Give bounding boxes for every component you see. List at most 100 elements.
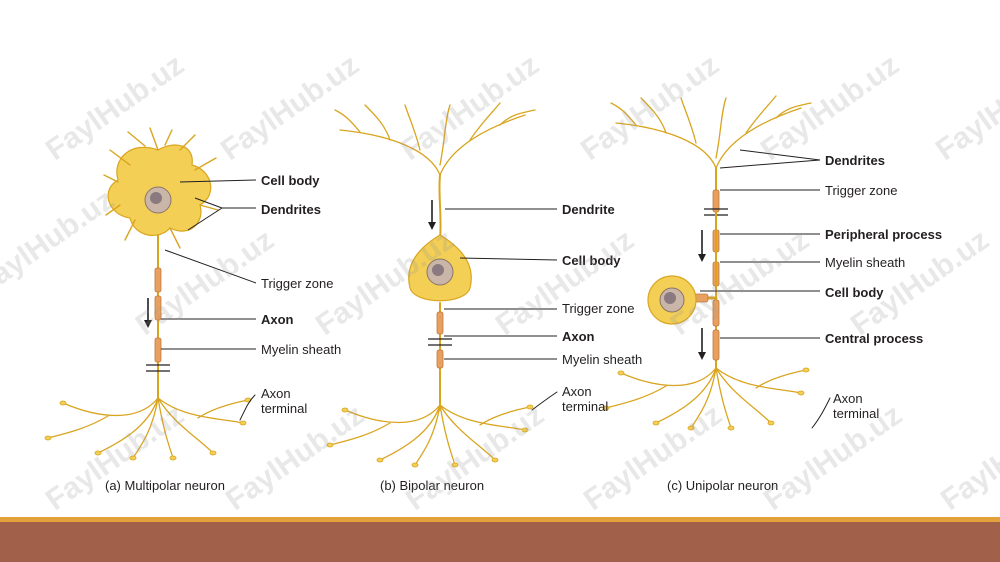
axon-terminal-bulb (797, 390, 805, 396)
myelin-segment (154, 267, 162, 293)
axon-terminal-bulb (326, 442, 334, 448)
neuron-branch (157, 397, 214, 454)
direction-arrow (698, 352, 706, 360)
axon-terminal-bulb (94, 450, 102, 456)
neuron-branch (715, 367, 732, 429)
axon-terminal-bulb (767, 420, 775, 426)
label-c-dendrites: Dendrites (825, 153, 885, 168)
neuron-branch (344, 404, 441, 424)
axon-terminal-bulb (44, 435, 52, 441)
label-b-axon: Axon (562, 329, 595, 344)
dendrite-branch (127, 131, 146, 147)
neuron-branch (339, 129, 441, 176)
label-a-axon: Axon (261, 312, 294, 327)
axon-terminal-bulb (491, 457, 499, 463)
leader-line (164, 249, 257, 284)
label-b-cell-body: Cell body (562, 253, 621, 268)
axon-terminal-bulb (239, 420, 247, 426)
myelin-segment (436, 311, 444, 335)
neuron-branch (680, 97, 697, 144)
axon-terminal-bulb (209, 450, 217, 456)
dendrite-branch (164, 129, 173, 146)
leader-line (459, 257, 558, 261)
label-c-axon-terminal-2: terminal (833, 406, 880, 421)
leader-line (179, 179, 257, 183)
neuron-branch (605, 385, 667, 409)
neuron-branch (615, 122, 717, 169)
direction-arrow (698, 254, 706, 262)
neuron-branch (197, 399, 249, 419)
axon-terminal-bulb (802, 367, 810, 373)
neuron-branch (157, 397, 174, 459)
axon-terminal-bulb (727, 425, 735, 431)
neuron-branch (640, 97, 667, 134)
label-c-peripheral-process: Peripheral process (825, 227, 943, 242)
label-b-myelin-sheath: Myelin sheath (562, 352, 643, 367)
axon-terminal-bulb (521, 427, 529, 433)
caption-c: (c) Unipolar neuron (667, 478, 779, 493)
label-a-axon-terminal-1: Axon (261, 386, 291, 401)
direction-arrow (144, 320, 152, 328)
dendrite-branch (109, 149, 131, 166)
label-b-axon-terminal-2: terminal (562, 399, 609, 414)
neuron-branch (715, 107, 802, 169)
caption-b: (b) Bipolar neuron (380, 478, 485, 493)
dendrite-branch (105, 204, 121, 216)
axon-terminal-bulb (617, 370, 625, 376)
neuron-branch (690, 367, 717, 429)
neuron-branch (439, 404, 496, 461)
axon-terminal-bulb (602, 405, 610, 411)
leader-line (739, 149, 821, 161)
dendrite-branch (149, 127, 159, 151)
neuron-branch (329, 422, 391, 446)
label-a-cell-body: Cell body (261, 173, 320, 188)
dendrite-branch (124, 219, 136, 241)
axon-terminal-bulb (411, 462, 419, 468)
axon-terminal-bulb (169, 455, 177, 461)
neuron-branch (439, 404, 456, 466)
neuron-branch (715, 97, 727, 159)
label-c-myelin-sheath: Myelin sheath (825, 255, 906, 270)
neuron-branch (334, 109, 361, 133)
neuron-branch (439, 114, 526, 176)
myelin-segment (154, 337, 162, 363)
neuron-branch (62, 397, 159, 417)
label-c-trigger-zone: Trigger zone (825, 183, 898, 198)
neuron-branch (469, 102, 501, 141)
leader-line (194, 197, 223, 209)
neuron-branch (745, 95, 777, 134)
direction-arrow (428, 222, 436, 230)
label-c-central-process: Central process (825, 331, 924, 346)
footer-accent-bar (0, 517, 1000, 522)
neuron-branch (157, 397, 244, 424)
neuron-branch (715, 367, 802, 394)
nucleolus (150, 192, 162, 204)
leader-line (531, 391, 558, 411)
neuron-branch (755, 369, 807, 389)
leader-line (811, 397, 831, 429)
neuron-branch (364, 104, 391, 141)
label-c-axon-terminal-1: Axon (833, 391, 863, 406)
leader-line (719, 159, 821, 169)
dendrite (438, 174, 442, 241)
leader-line (187, 207, 223, 231)
myelin-segment (712, 329, 720, 361)
label-a-trigger-zone: Trigger zone (261, 276, 334, 291)
neuron-branch (479, 406, 531, 426)
dendrite-branch (103, 174, 119, 183)
label-b-dendrite: Dendrite (562, 202, 615, 217)
nucleolus (664, 292, 676, 304)
axon-terminal-bulb (341, 407, 349, 413)
label-a-axon-terminal-2: terminal (261, 401, 308, 416)
neuron-branch (97, 397, 159, 454)
neuron-branch (610, 102, 637, 126)
footer-bar (0, 522, 1000, 562)
myelin-segment (436, 349, 444, 369)
axon-terminal-bulb (652, 420, 660, 426)
axon-terminal-bulb (687, 425, 695, 431)
label-c-cell-body: Cell body (825, 285, 884, 300)
neuron-branch (404, 104, 421, 151)
neuron-branch (499, 109, 536, 126)
label-a-dendrites: Dendrites (261, 202, 321, 217)
